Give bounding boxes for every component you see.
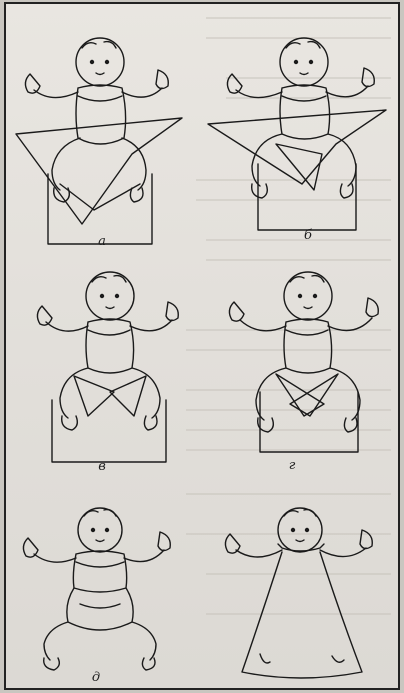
panel-e — [212, 504, 396, 689]
panel-b: б — [206, 34, 396, 254]
baby-illustration-v — [22, 266, 202, 481]
panel-g: г — [212, 266, 396, 481]
caption-v: в — [92, 459, 112, 474]
baby-illustration-b — [206, 34, 396, 254]
panel-d: д — [14, 504, 194, 689]
caption-a: а — [92, 234, 112, 249]
panel-a: а — [12, 34, 192, 254]
caption-g: г — [282, 458, 302, 473]
baby-illustration-d — [14, 504, 194, 689]
caption-b: б — [298, 228, 318, 243]
caption-d: д — [86, 670, 106, 685]
baby-illustration-e — [212, 504, 396, 689]
baby-illustration-a — [12, 34, 192, 254]
textbook-page: а б — [4, 2, 400, 690]
panel-v: в — [22, 266, 202, 481]
baby-illustration-g — [212, 266, 396, 481]
